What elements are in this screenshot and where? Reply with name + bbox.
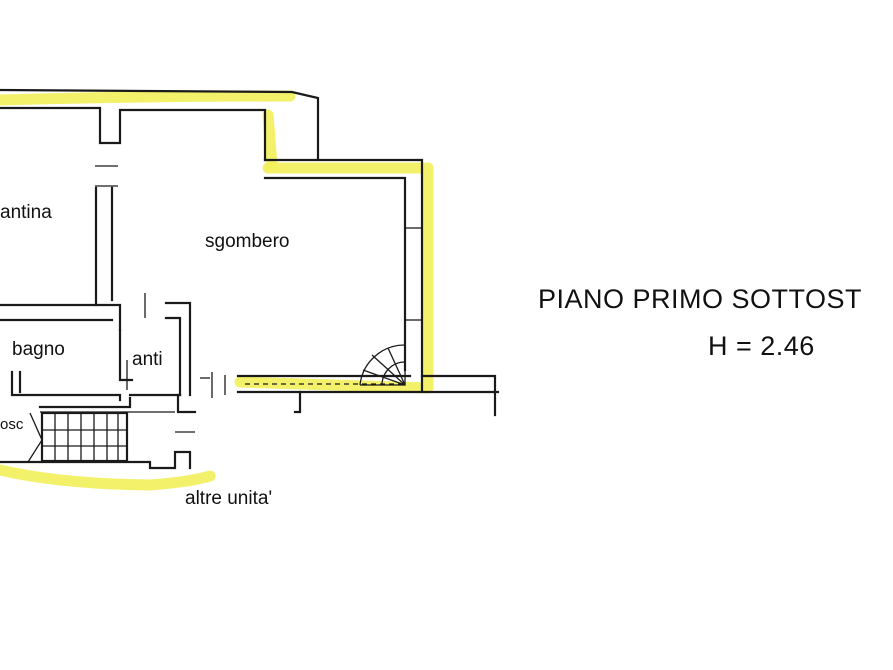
room-label-cantina: antina	[0, 202, 52, 223]
floor-title: PIANO PRIMO SOTTOST	[538, 284, 862, 314]
room-label-anti: anti	[132, 349, 163, 370]
room-label-bagno: bagno	[12, 339, 65, 360]
walls	[0, 88, 500, 470]
room-label-ripostiglio: osc	[0, 416, 24, 433]
floor-height: H = 2.46	[708, 331, 815, 361]
room-label-sgombero: sgombero	[205, 231, 290, 252]
room-label-altre-unita: altre unita'	[185, 488, 272, 509]
highlighted-boundary	[0, 90, 434, 491]
